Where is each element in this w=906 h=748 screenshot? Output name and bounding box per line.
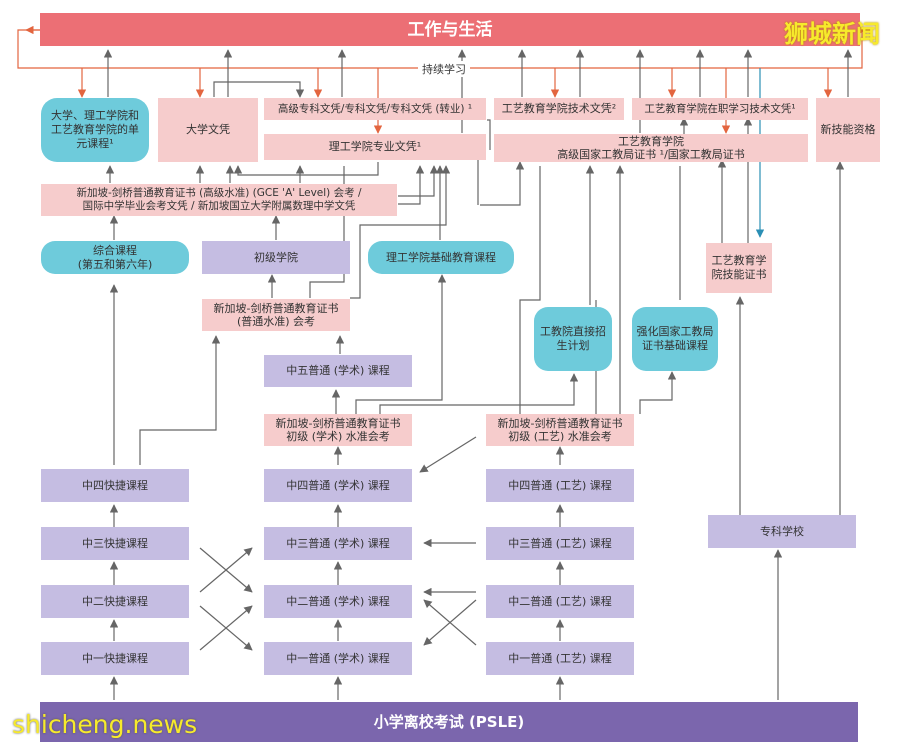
na-sec2: 中二普通 (学术) 课程	[264, 585, 412, 618]
o-level-exam: 新加坡-剑桥普通教育证书 (普通水准) 会考	[202, 299, 350, 331]
nt-sec2: 中二普通 (工艺) 课程	[486, 585, 634, 618]
poly-foundation-programme: 理工学院基础教育课程	[368, 241, 514, 274]
specialised-school: 专科学校	[708, 515, 856, 548]
ite-work-learn-diploma: 工艺教育学院在职学习技术文凭¹	[632, 98, 808, 120]
express-sec2: 中二快捷课程	[41, 585, 189, 618]
na-sec4: 中四普通 (学术) 课程	[264, 469, 412, 502]
psle-bar: 小学离校考试 (PSLE)	[40, 702, 858, 742]
new-skills-qualification: 新技能资格	[816, 98, 880, 162]
ite-skills-certificate: 工艺教育学 院技能证书	[706, 243, 772, 293]
ite-technical-diploma: 工艺教育学院技术文凭²	[494, 98, 624, 120]
watermark-top: 狮城新闻	[784, 20, 880, 48]
nt-sec3: 中三普通 (工艺) 课程	[486, 527, 634, 560]
nt-sec1: 中一普通 (工艺) 课程	[486, 642, 634, 675]
express-sec1: 中一快捷课程	[41, 642, 189, 675]
a-level-exam: 新加坡-剑桥普通教育证书 (高级水准) (GCE 'A' Level) 会考 /…	[41, 184, 397, 216]
na-sec1: 中一普通 (学术) 课程	[264, 642, 412, 675]
advanced-diploma: 高级专科文凭/专科文凭/专科文凭 (转业) ¹	[264, 98, 486, 120]
polytechnic-diploma: 理工学院专业文凭¹	[264, 134, 486, 160]
university-degree: 大学文凭	[158, 98, 258, 162]
n-t-level-exam: 新加坡-剑桥普通教育证书 初级 (工艺) 水准会考	[486, 414, 634, 446]
na-sec3: 中三普通 (学术) 课程	[264, 527, 412, 560]
nt-sec4: 中四普通 (工艺) 课程	[486, 469, 634, 502]
integrated-programme: 综合课程 (第五和第六年)	[41, 241, 189, 274]
univ-unit-courses: 大学、理工学院和 工艺教育学院的单 元课程¹	[41, 98, 149, 162]
n-a-level-exam: 新加坡-剑桥普通教育证书 初级 (学术) 水准会考	[264, 414, 412, 446]
ite-direct-entry: 工教院直接招 生计划	[534, 307, 612, 371]
express-sec4: 中四快捷课程	[41, 469, 189, 502]
watermark-bottom: shicheng.news	[12, 710, 198, 739]
continuing-learning-label: 持续学习	[418, 61, 470, 77]
work-and-life-bar: 工作与生活	[40, 13, 860, 46]
junior-college: 初级学院	[202, 241, 350, 274]
nitec-foundation: 强化国家工教局 证书基础课程	[632, 307, 718, 371]
sec5-na-course: 中五普通 (学术) 课程	[264, 355, 412, 387]
ite-higher-nitec: 工艺教育学院 高级国家工教局证书 ¹/国家工教局证书	[494, 134, 808, 162]
express-sec3: 中三快捷课程	[41, 527, 189, 560]
